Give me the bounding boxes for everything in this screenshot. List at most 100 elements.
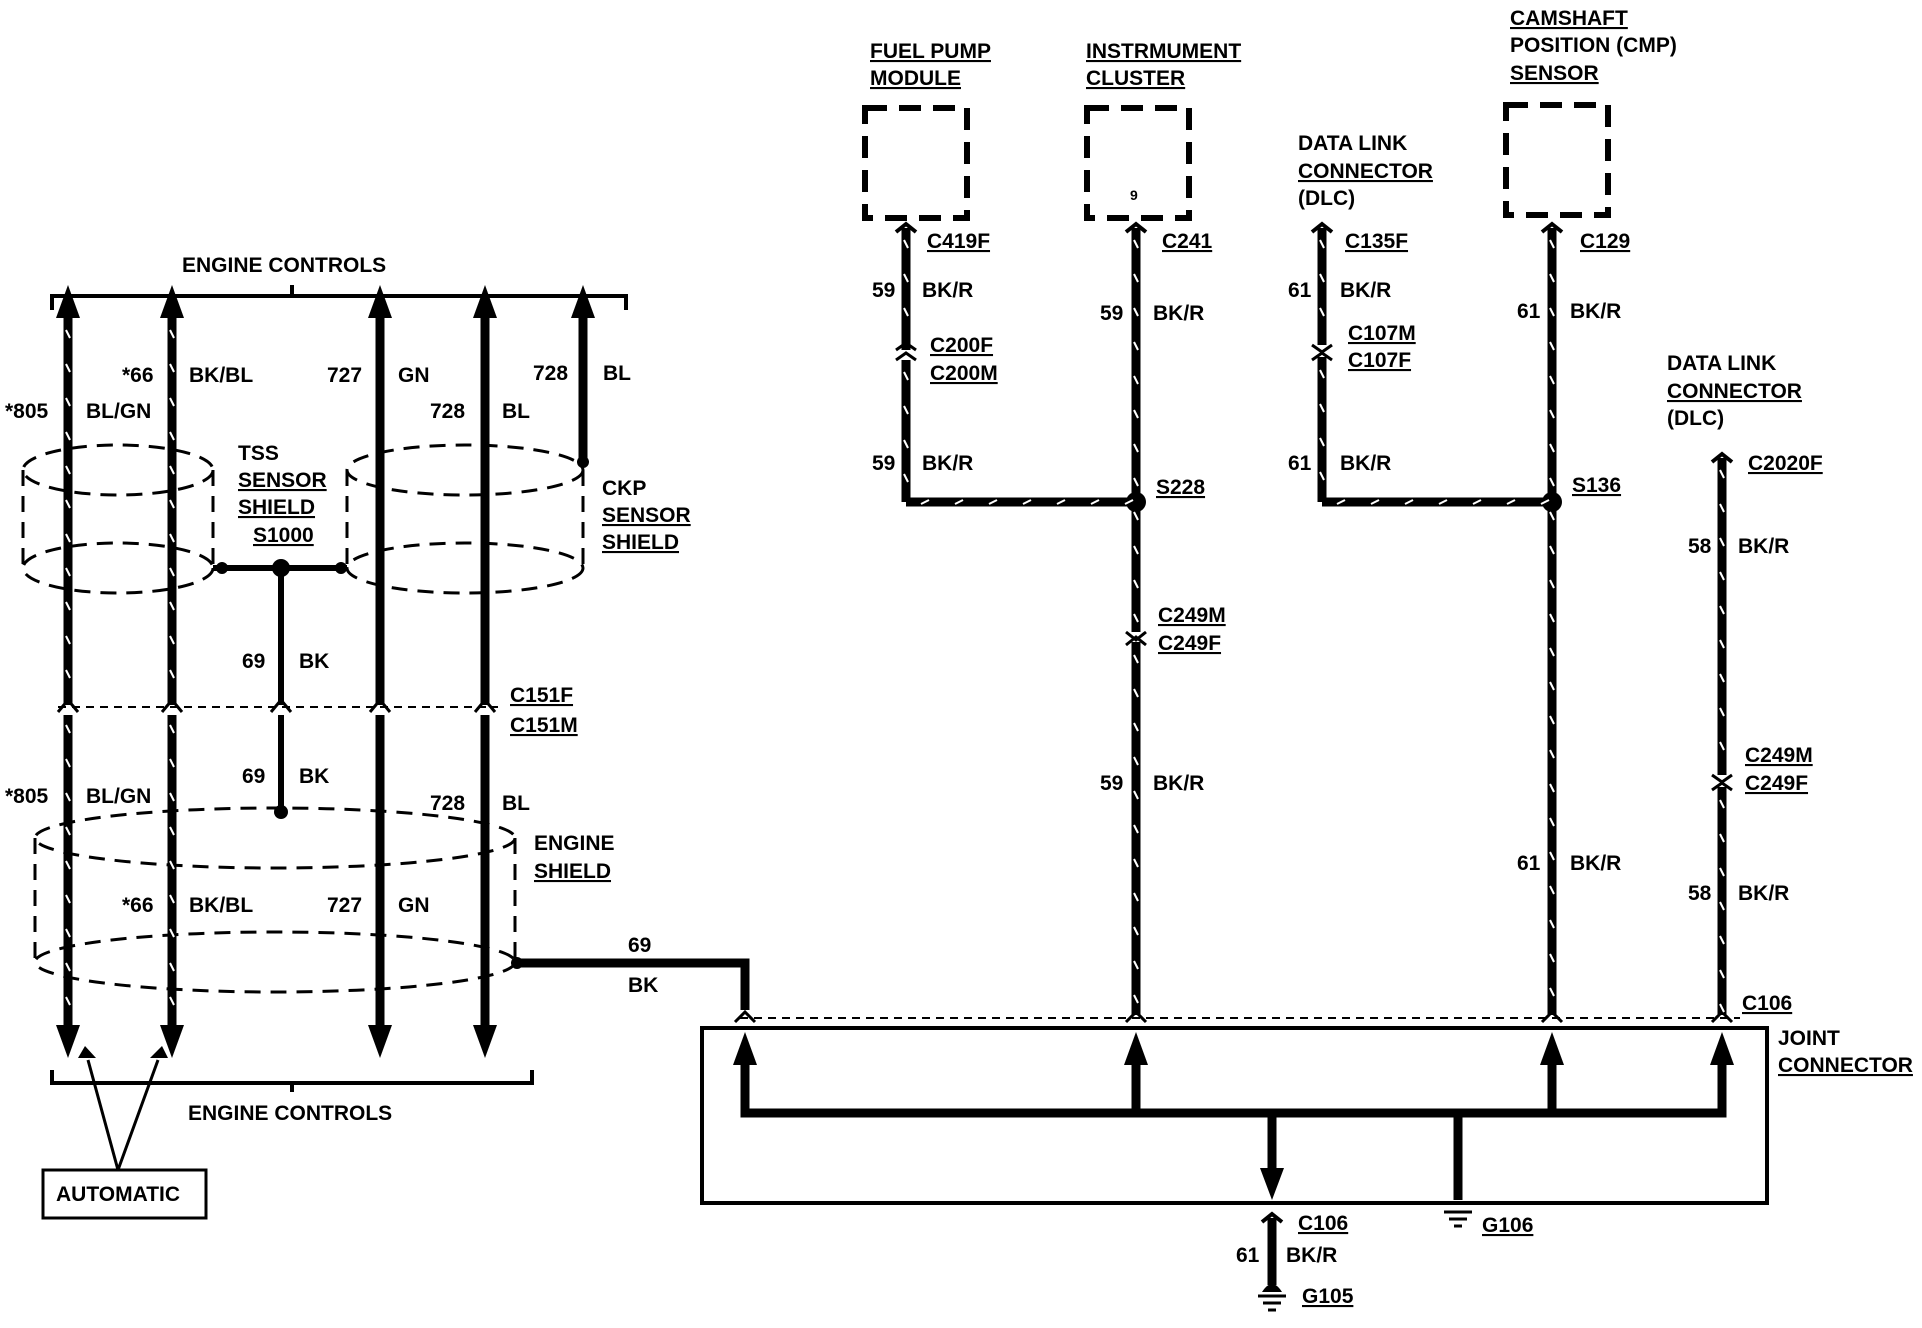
label-bl-lower: BL xyxy=(502,792,530,815)
tracer-mark xyxy=(1719,639,1725,649)
tracer-mark xyxy=(1133,443,1139,453)
c151-chevrons xyxy=(56,697,497,713)
svg-text:DATA LINK: DATA LINK xyxy=(1667,352,1776,375)
tracer-mark xyxy=(169,758,175,768)
tracer-mark xyxy=(65,431,71,441)
tracer-mark xyxy=(903,371,909,381)
tracer-mark xyxy=(169,894,175,904)
tracer-mark xyxy=(903,239,909,249)
tracer-mark xyxy=(1404,499,1414,505)
label-58-2: 58 xyxy=(1688,882,1712,905)
c106-bottom: C106 61 BK/R xyxy=(1236,1211,1348,1285)
tracer-mark xyxy=(1133,960,1139,970)
label-blgn-lower: BL/GN xyxy=(86,785,151,808)
tracer-mark xyxy=(1549,885,1555,895)
s228-label: S228 xyxy=(1156,476,1205,499)
automatic-label: AUTOMATIC xyxy=(56,1183,180,1206)
engine-shield-label-2: SHIELD xyxy=(534,860,611,883)
tracer-mark xyxy=(65,601,71,611)
tracer-mark xyxy=(1549,783,1555,793)
tracer-mark xyxy=(1719,935,1725,945)
c419f-label: C419F xyxy=(927,230,990,253)
tracer-mark xyxy=(1549,409,1555,419)
tracer-mark xyxy=(903,273,909,283)
tracer-mark xyxy=(1549,647,1555,657)
tracer-mark xyxy=(1719,673,1725,683)
label-bkr-fp-2: BK/R xyxy=(922,452,973,475)
c249m-b-label: C249M xyxy=(1745,744,1813,767)
tracer-mark xyxy=(169,669,175,679)
tracer-mark xyxy=(169,533,175,543)
tracer-mark xyxy=(1719,741,1725,751)
g105-ground: G105 xyxy=(1258,1284,1354,1312)
tracer-mark xyxy=(1133,790,1139,800)
joint-connector: C106 JOINT CONNECTOR xyxy=(700,992,1913,1205)
tracer-mark xyxy=(1133,824,1139,834)
tracer-mark xyxy=(1549,511,1555,521)
label-bkr-dlc-1: BK/R xyxy=(1340,279,1391,302)
cluster-pin-9: 9 xyxy=(1130,187,1138,203)
tracer-mark xyxy=(1319,239,1325,249)
tracer-mark xyxy=(169,792,175,802)
tracer-mark xyxy=(169,928,175,938)
tracer-mark xyxy=(169,996,175,1006)
automatic-pointer-lines xyxy=(86,1059,160,1171)
tracer-mark xyxy=(169,397,175,407)
svg-text:FUEL PUMP: FUEL PUMP xyxy=(870,40,991,63)
cmp-sensor: CAMSHAFT POSITION (CMP) SENSOR xyxy=(1503,7,1677,218)
tracer-mark xyxy=(1438,499,1448,505)
fuel-pump-module: FUEL PUMP MODULE xyxy=(862,40,991,221)
label-66-upper: *66 xyxy=(122,364,154,387)
wire-728-dot xyxy=(577,456,589,468)
label-61-dlc-1: 61 xyxy=(1288,279,1312,302)
tracer-mark xyxy=(903,439,909,449)
tss-shield-dot xyxy=(216,562,228,574)
tracer-mark xyxy=(1719,503,1725,513)
label-58-1: 58 xyxy=(1688,535,1712,558)
label-59-fp-2: 59 xyxy=(872,452,895,475)
tracer-mark xyxy=(1133,654,1139,664)
tracer-mark xyxy=(1719,707,1725,717)
c241-label: C241 xyxy=(1162,230,1213,253)
tracer-mark xyxy=(1133,688,1139,698)
svg-text:G106: G106 xyxy=(1482,1214,1533,1237)
tracer-mark xyxy=(1319,403,1325,413)
tracer-mark xyxy=(65,928,71,938)
tracer-mark xyxy=(903,405,909,415)
tracer-mark xyxy=(1549,613,1555,623)
svg-text:MODULE: MODULE xyxy=(870,67,961,90)
tracer-mark xyxy=(65,465,71,475)
label-bkr-ic-1: BK/R xyxy=(1153,302,1204,325)
engine-shield xyxy=(33,806,517,994)
tracer-mark xyxy=(1133,375,1139,385)
tracer-mark xyxy=(169,601,175,611)
tracer-mark xyxy=(1133,341,1139,351)
tracer-mark xyxy=(1506,499,1516,505)
tracer-mark xyxy=(1719,833,1725,843)
label-61-cmp-2: 61 xyxy=(1517,852,1541,875)
drain-wire-69: 69 BK xyxy=(511,934,750,1010)
tracer-mark xyxy=(65,894,71,904)
label-69-drain: 69 xyxy=(628,934,651,957)
tracer-mark xyxy=(1549,341,1555,351)
instrument-cluster: INSTRMUMENT CLUSTER 9 xyxy=(1084,40,1241,221)
c200f-label: C200F xyxy=(930,334,993,357)
automatic-box xyxy=(41,1168,208,1220)
tracer-mark xyxy=(1549,375,1555,385)
tracer-mark xyxy=(65,860,71,870)
tracer-mark xyxy=(1133,858,1139,868)
tracer-mark xyxy=(1549,579,1555,589)
tracer-mark xyxy=(1319,471,1325,481)
label-blgn-upper: BL/GN xyxy=(86,400,151,423)
tracer-mark xyxy=(1549,953,1555,963)
tracer-mark xyxy=(169,499,175,509)
label-59-ic-1: 59 xyxy=(1100,302,1123,325)
tracer-mark xyxy=(169,724,175,734)
tracer-mark xyxy=(1719,901,1725,911)
tracer-mark xyxy=(1133,477,1139,487)
label-805-upper: *805 xyxy=(5,400,49,423)
tracer-mark xyxy=(1319,307,1325,317)
tracer-mark xyxy=(65,635,71,645)
ckp-label-2: SENSOR xyxy=(602,504,691,527)
